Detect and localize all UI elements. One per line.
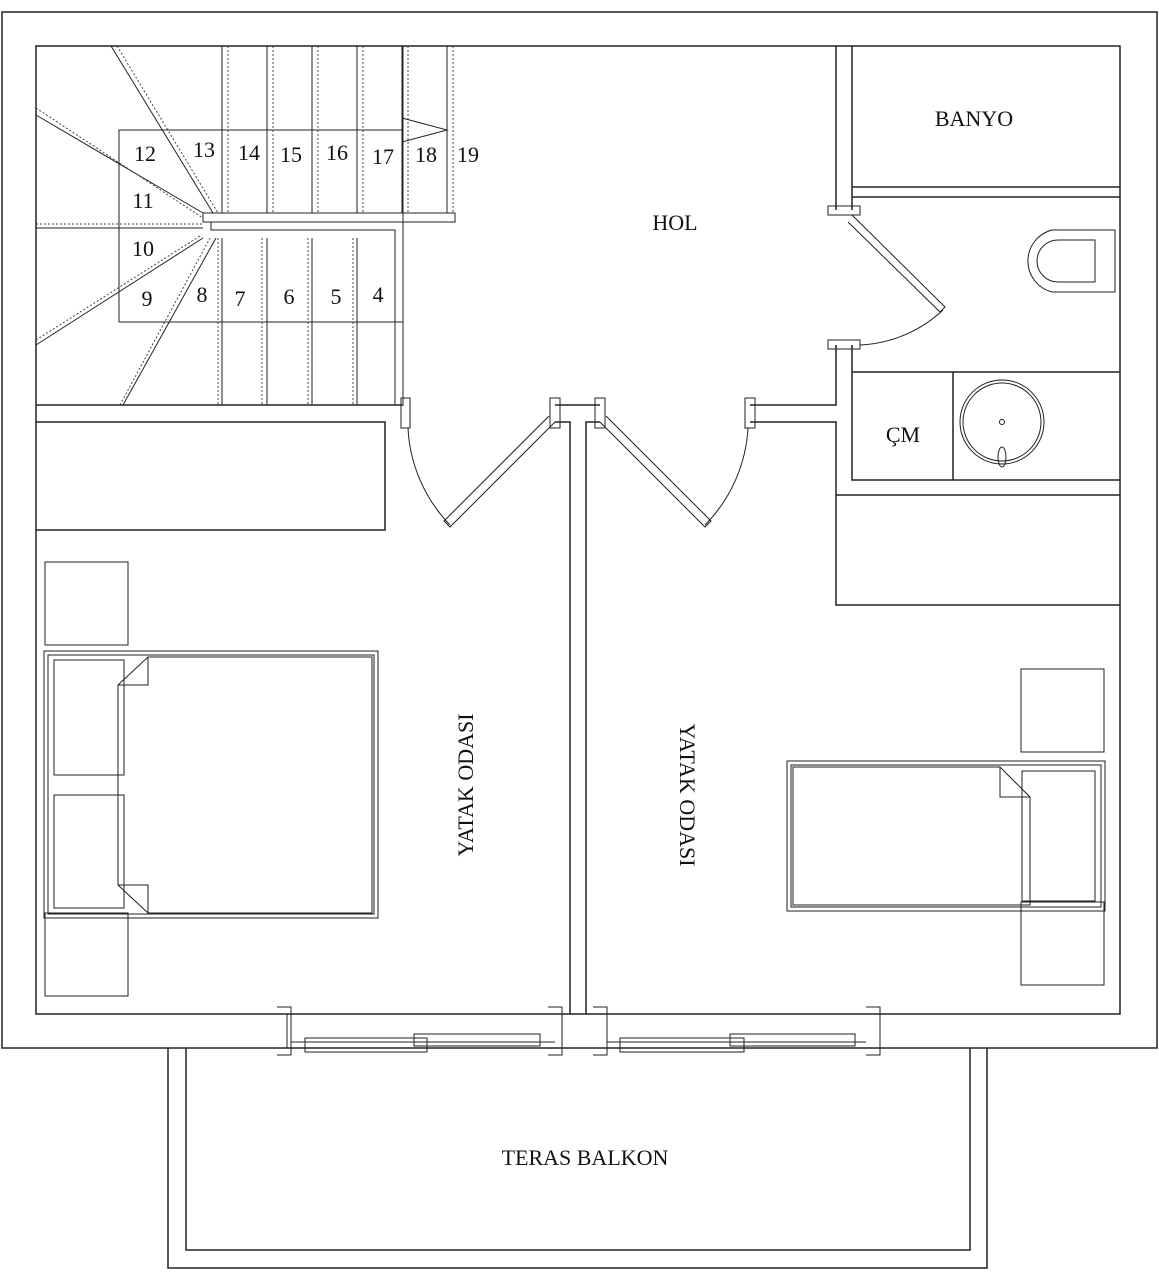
pillow bbox=[53, 794, 125, 909]
room-label-bedroom-right: YATAK ODASI bbox=[675, 723, 700, 866]
room-label-laundry: ÇM bbox=[886, 422, 920, 447]
pillow bbox=[53, 659, 125, 776]
step-9: 9 bbox=[142, 286, 153, 311]
step-6: 6 bbox=[284, 284, 295, 309]
room-label-hall: HOL bbox=[652, 210, 697, 235]
right-bedroom-furniture bbox=[786, 668, 1106, 986]
left-bedroom-furniture bbox=[43, 561, 379, 997]
step-15: 15 bbox=[280, 142, 302, 167]
step-11: 11 bbox=[132, 188, 153, 213]
step-4: 4 bbox=[373, 282, 384, 307]
nightstand bbox=[44, 561, 129, 646]
room-label-bathroom: BANYO bbox=[935, 106, 1013, 131]
staircase: 12 13 14 15 16 17 18 19 11 10 9 8 7 6 5 … bbox=[35, 45, 479, 406]
step-12: 12 bbox=[134, 141, 156, 166]
step-10: 10 bbox=[132, 236, 154, 261]
step-17: 17 bbox=[372, 144, 394, 169]
toilet-icon bbox=[1027, 229, 1116, 293]
doors bbox=[400, 205, 946, 528]
interior-walls bbox=[36, 46, 1120, 1014]
terrace-balcony bbox=[167, 1048, 988, 1269]
nightstand bbox=[44, 912, 129, 997]
step-14: 14 bbox=[238, 140, 260, 165]
room-label-terrace: TERAS BALKON bbox=[502, 1145, 669, 1170]
pillow bbox=[1021, 770, 1096, 902]
step-13: 13 bbox=[193, 137, 215, 162]
sink-icon bbox=[959, 379, 1045, 468]
step-8: 8 bbox=[197, 282, 208, 307]
nightstand bbox=[1020, 901, 1105, 986]
step-16: 16 bbox=[326, 140, 348, 165]
room-label-bedroom-left: YATAK ODASI bbox=[453, 713, 478, 856]
step-18: 18 bbox=[415, 142, 437, 167]
step-7: 7 bbox=[235, 286, 246, 311]
nightstand bbox=[1020, 668, 1105, 753]
windows bbox=[277, 1006, 881, 1056]
step-19: 19 bbox=[457, 142, 479, 167]
step-5: 5 bbox=[331, 284, 342, 309]
